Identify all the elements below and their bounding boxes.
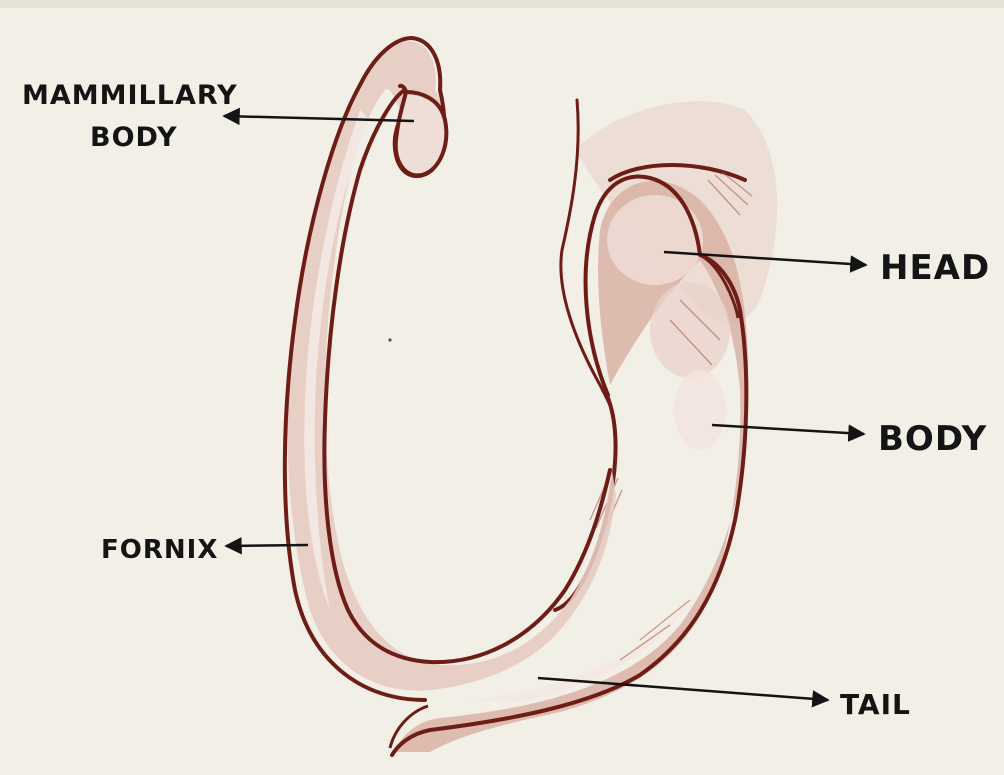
fornix-pointer [226, 545, 308, 546]
pencil-dot [388, 338, 391, 341]
body-highlight [650, 282, 730, 378]
label-body: BODY [878, 419, 987, 459]
paper-edge-shadow [0, 0, 1004, 8]
label-fornix: FORNIX [101, 535, 218, 565]
mammillary-body-shape [396, 92, 447, 175]
label-mammillary-line2: BODY [90, 122, 178, 153]
label-mammillary-line1: MAMMILLARY [22, 80, 238, 111]
label-head: HEAD [880, 248, 990, 288]
head-highlight [607, 195, 703, 285]
body-highlight-lower [674, 370, 726, 450]
label-tail: TAIL [840, 688, 911, 721]
